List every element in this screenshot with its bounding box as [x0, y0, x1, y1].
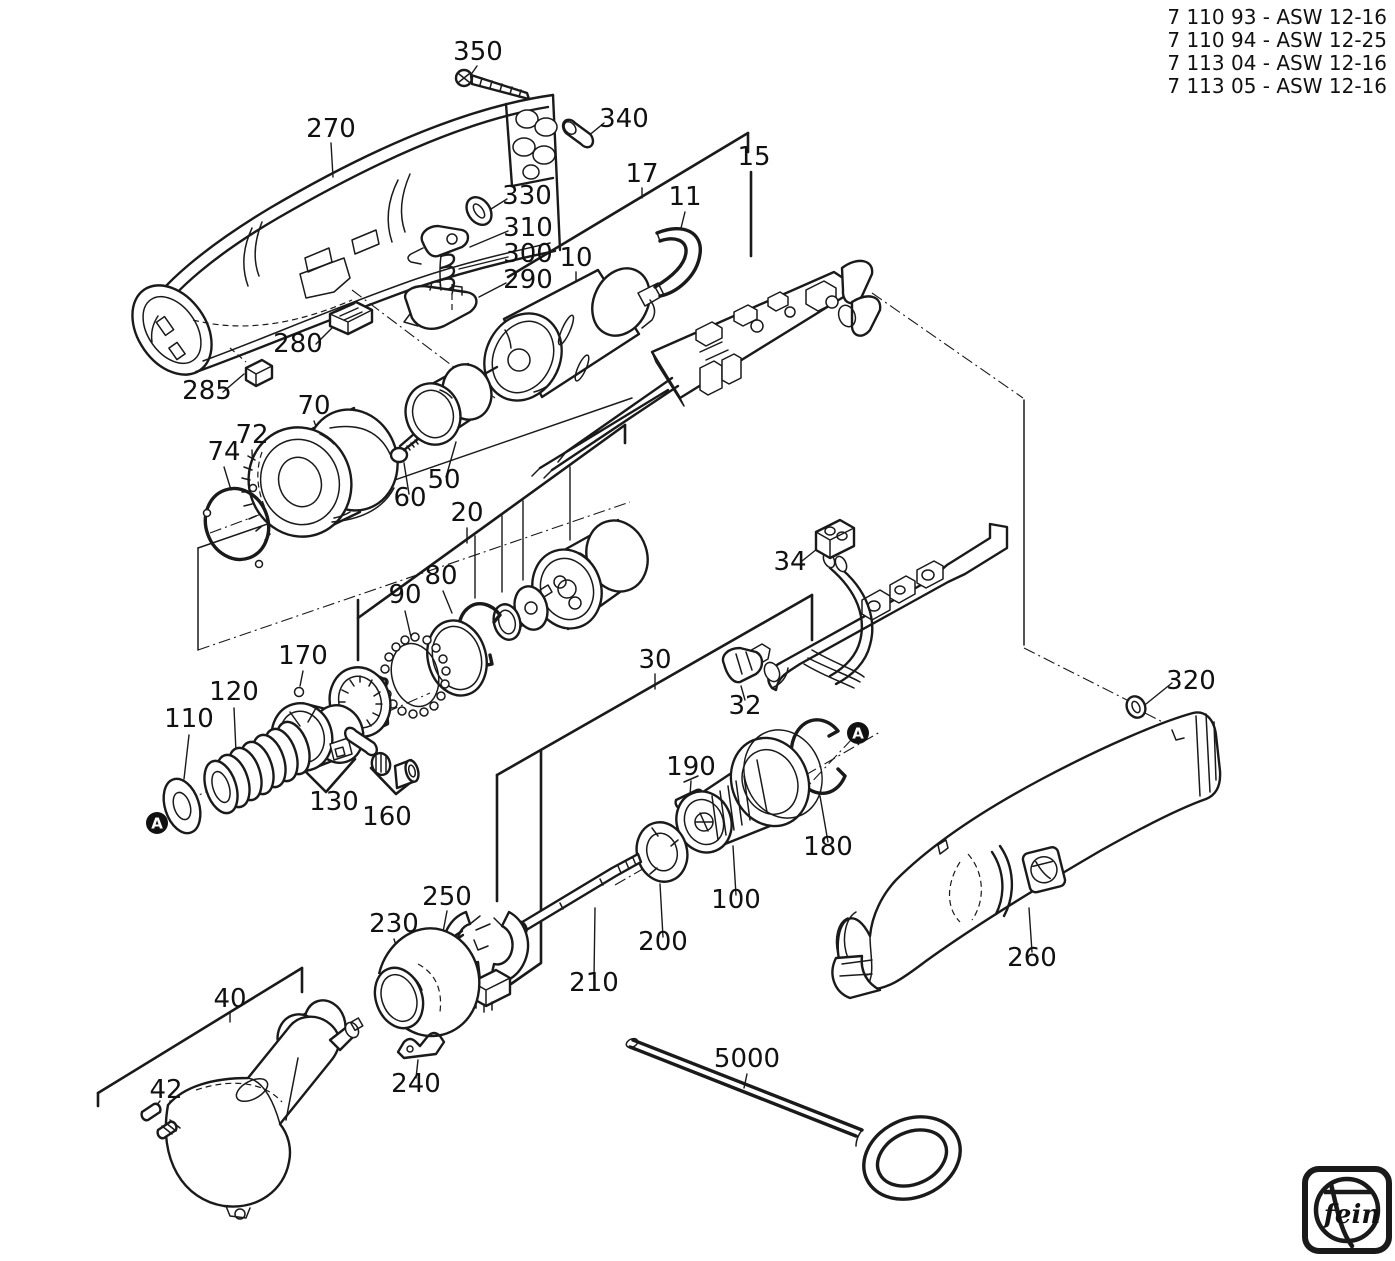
o-ring-74: [202, 486, 271, 569]
part-label-120: 120: [209, 677, 259, 707]
marker-circle: [847, 722, 869, 744]
part-label-180: 180: [803, 832, 853, 862]
housing-shell-260: [831, 711, 1222, 1000]
block-285: [244, 358, 274, 388]
part-label-50: 50: [427, 465, 460, 495]
part-label-230: 230: [369, 909, 419, 939]
part-label-200: 200: [638, 927, 688, 957]
gear-group-20: [379, 518, 649, 719]
clip-240: [396, 1031, 446, 1060]
part-label-34: 34: [773, 547, 806, 577]
screw-350: [454, 68, 531, 101]
fein-logo-text: fein: [1322, 1200, 1381, 1230]
part-label-60: 60: [393, 483, 426, 513]
marker-letter: A: [852, 725, 864, 743]
switch-280: [328, 300, 374, 336]
part-label-11: 11: [668, 182, 701, 212]
small-parts-160: [370, 751, 420, 790]
part-label-260: 260: [1007, 943, 1057, 973]
model-number-line: 7 113 05 - ASW 12-16: [1167, 74, 1387, 98]
shaft-210: [514, 852, 643, 936]
part-label-32: 32: [728, 691, 761, 721]
part-label-5000: 5000: [714, 1044, 780, 1074]
pin-340: [561, 118, 595, 149]
wire-loop-11: [653, 227, 702, 298]
spring-stack-120: [203, 720, 311, 815]
part-label-30: 30: [638, 645, 671, 675]
part-label-110: 110: [164, 704, 214, 734]
model-number-line: 7 113 04 - ASW 12-16: [1167, 51, 1387, 75]
o-ring-320: [1125, 695, 1147, 719]
cone-cover-230: [373, 927, 481, 1038]
part-label-350: 350: [453, 37, 503, 67]
part-label-340: 340: [599, 104, 649, 134]
part-label-80: 80: [424, 561, 457, 591]
part-label-210: 210: [569, 968, 619, 998]
switch-34: [814, 518, 856, 560]
model-number-line: 7 110 93 - ASW 12-16: [1167, 5, 1387, 29]
clutch-drum-100: [675, 729, 823, 854]
slide-290: [403, 281, 478, 330]
connector-32: [721, 646, 764, 684]
part-label-250: 250: [422, 882, 472, 912]
part-label-100: 100: [711, 885, 761, 915]
model-number-list: 7 110 93 - ASW 12-16 7 110 94 - ASW 12-2…: [1167, 6, 1387, 98]
washer-110: [162, 777, 202, 835]
housing-shell-270: [131, 93, 562, 376]
part-label-160: 160: [362, 802, 412, 832]
pin-130: [344, 726, 378, 757]
fein-logo: fein: [1302, 1166, 1392, 1254]
part-label-330: 330: [502, 181, 552, 211]
part-label-40: 40: [213, 984, 246, 1014]
part-label-290: 290: [503, 265, 553, 295]
marker-letter: A: [151, 815, 163, 833]
part-label-300: 300: [503, 239, 553, 269]
lever-310: [407, 224, 470, 265]
fein-badge: [1021, 846, 1067, 894]
model-number-line: 7 110 94 - ASW 12-25: [1167, 28, 1387, 52]
angle-head-40: [164, 1015, 364, 1220]
part-label-190: 190: [666, 752, 716, 782]
gear-ring-70: [241, 406, 399, 541]
cup-50: [404, 362, 493, 446]
part-label-285: 285: [182, 376, 232, 406]
part-label-72: 72: [235, 420, 268, 450]
part-label-70: 70: [297, 391, 330, 421]
marker-circle: [146, 812, 168, 834]
part-label-42: 42: [149, 1075, 182, 1105]
part-label-270: 270: [306, 114, 356, 144]
part-label-15: 15: [737, 142, 770, 172]
part-label-310: 310: [503, 213, 553, 243]
motor-10: [470, 267, 665, 402]
assembly-markers: AA: [146, 722, 869, 834]
part-label-240: 240: [391, 1069, 441, 1099]
part-label-90: 90: [388, 580, 421, 610]
part-label-74: 74: [207, 437, 240, 467]
pin-72: [248, 483, 258, 493]
o-ring-330: [465, 195, 493, 227]
pcb-assembly-15: [531, 259, 882, 479]
screw-60: [389, 432, 420, 464]
part-label-17: 17: [625, 159, 658, 189]
part-label-10: 10: [559, 243, 592, 273]
bending-tool-5000: [625, 1037, 962, 1201]
part-label-20: 20: [450, 498, 483, 528]
ball-170: [293, 686, 305, 698]
wiring-harness-30: [745, 522, 1009, 692]
part-label-170: 170: [278, 641, 328, 671]
part-label-280: 280: [273, 329, 323, 359]
part-label-130: 130: [309, 787, 359, 817]
part-label-320: 320: [1166, 666, 1216, 696]
grub-screws-42: [140, 1102, 181, 1140]
